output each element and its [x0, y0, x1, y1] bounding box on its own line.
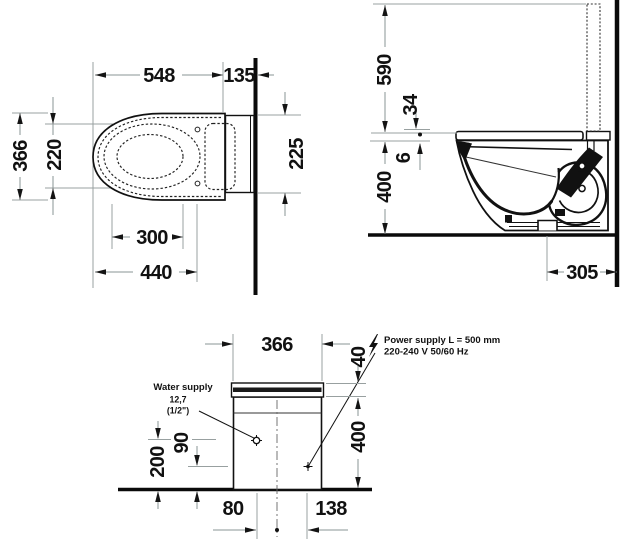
- hinge-point-bottom: [194, 180, 201, 187]
- dim-400-side-label: 400: [374, 171, 396, 203]
- mounting-plate: [224, 114, 255, 194]
- water-leader-line: [198, 410, 256, 439]
- dim-40-label: 40: [348, 346, 370, 368]
- trap-outer: [547, 161, 608, 227]
- dim-440-label: 440: [140, 262, 172, 284]
- water-supply-label: Water supply: [153, 382, 213, 393]
- power-leader-line: [308, 352, 376, 466]
- tank-body: [232, 396, 323, 491]
- water-size-mm: 12,7: [169, 395, 186, 405]
- dim-590-label: 590: [374, 54, 396, 86]
- dim-6-label: 6: [393, 152, 415, 163]
- dim-220-label: 220: [44, 139, 66, 171]
- dim-90-label: 90: [171, 432, 193, 454]
- power-supply-label-line2: 220-240 V 50/60 Hz: [384, 347, 469, 358]
- dim-300-label: 300: [136, 227, 168, 249]
- bowl-basin: [461, 151, 553, 216]
- dim-548-label: 548: [143, 65, 175, 87]
- dim-34-label: 34: [400, 93, 422, 116]
- seat-opening-dashed: [116, 133, 184, 180]
- lightning-bolt-icon: [369, 334, 378, 357]
- dim-400-rear-label: 400: [348, 421, 370, 453]
- dim-135-label: 135: [223, 65, 255, 87]
- dim-366-rear-label: 366: [261, 334, 293, 356]
- bowl-outline: [92, 112, 226, 201]
- outlet-pipe: [537, 219, 558, 231]
- dim-200-label: 200: [147, 446, 169, 478]
- top-view: 548 135 366 220 225 300 440: [10, 58, 308, 295]
- flush-channel: [556, 147, 603, 198]
- side-view: 590 34 6 400 305: [368, 0, 620, 287]
- power-supply-label-line1: Power supply L = 500 mm: [384, 335, 500, 346]
- lid-contour-dashed: [97, 116, 221, 198]
- seat-ring-dashed: [103, 123, 201, 190]
- trap-inner: [558, 169, 599, 214]
- dim-305-label: 305: [566, 262, 598, 284]
- seat-closed: [455, 130, 584, 141]
- seat-dark-band: [233, 387, 322, 392]
- dim-366-label: 366: [10, 140, 32, 172]
- lid-open-dashed: [586, 3, 601, 132]
- water-size-inch: (1/2"): [167, 406, 189, 416]
- dim-80-label: 80: [222, 498, 244, 520]
- dim-138-label: 138: [315, 498, 347, 520]
- lid-hinge-block: [585, 130, 611, 141]
- dim-225-label: 225: [286, 138, 308, 170]
- hinge-point-top: [194, 126, 201, 133]
- rear-view: Water supply 12,7 (1/2") Power supply L …: [118, 334, 500, 539]
